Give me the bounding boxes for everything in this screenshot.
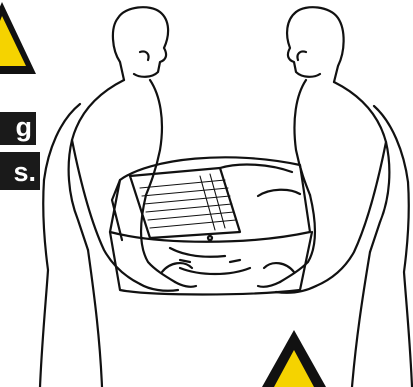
left-person bbox=[40, 7, 196, 387]
warning-label-fragment-2: s. bbox=[0, 152, 40, 190]
warning-triangle-icon bbox=[0, 2, 36, 74]
warning-label-fragment-1: g bbox=[0, 112, 36, 145]
warning-triangle-icon bbox=[262, 330, 326, 387]
right-person bbox=[258, 7, 412, 387]
warning-label-text-1: g bbox=[16, 114, 33, 141]
warning-label-text-2: s. bbox=[13, 159, 36, 186]
